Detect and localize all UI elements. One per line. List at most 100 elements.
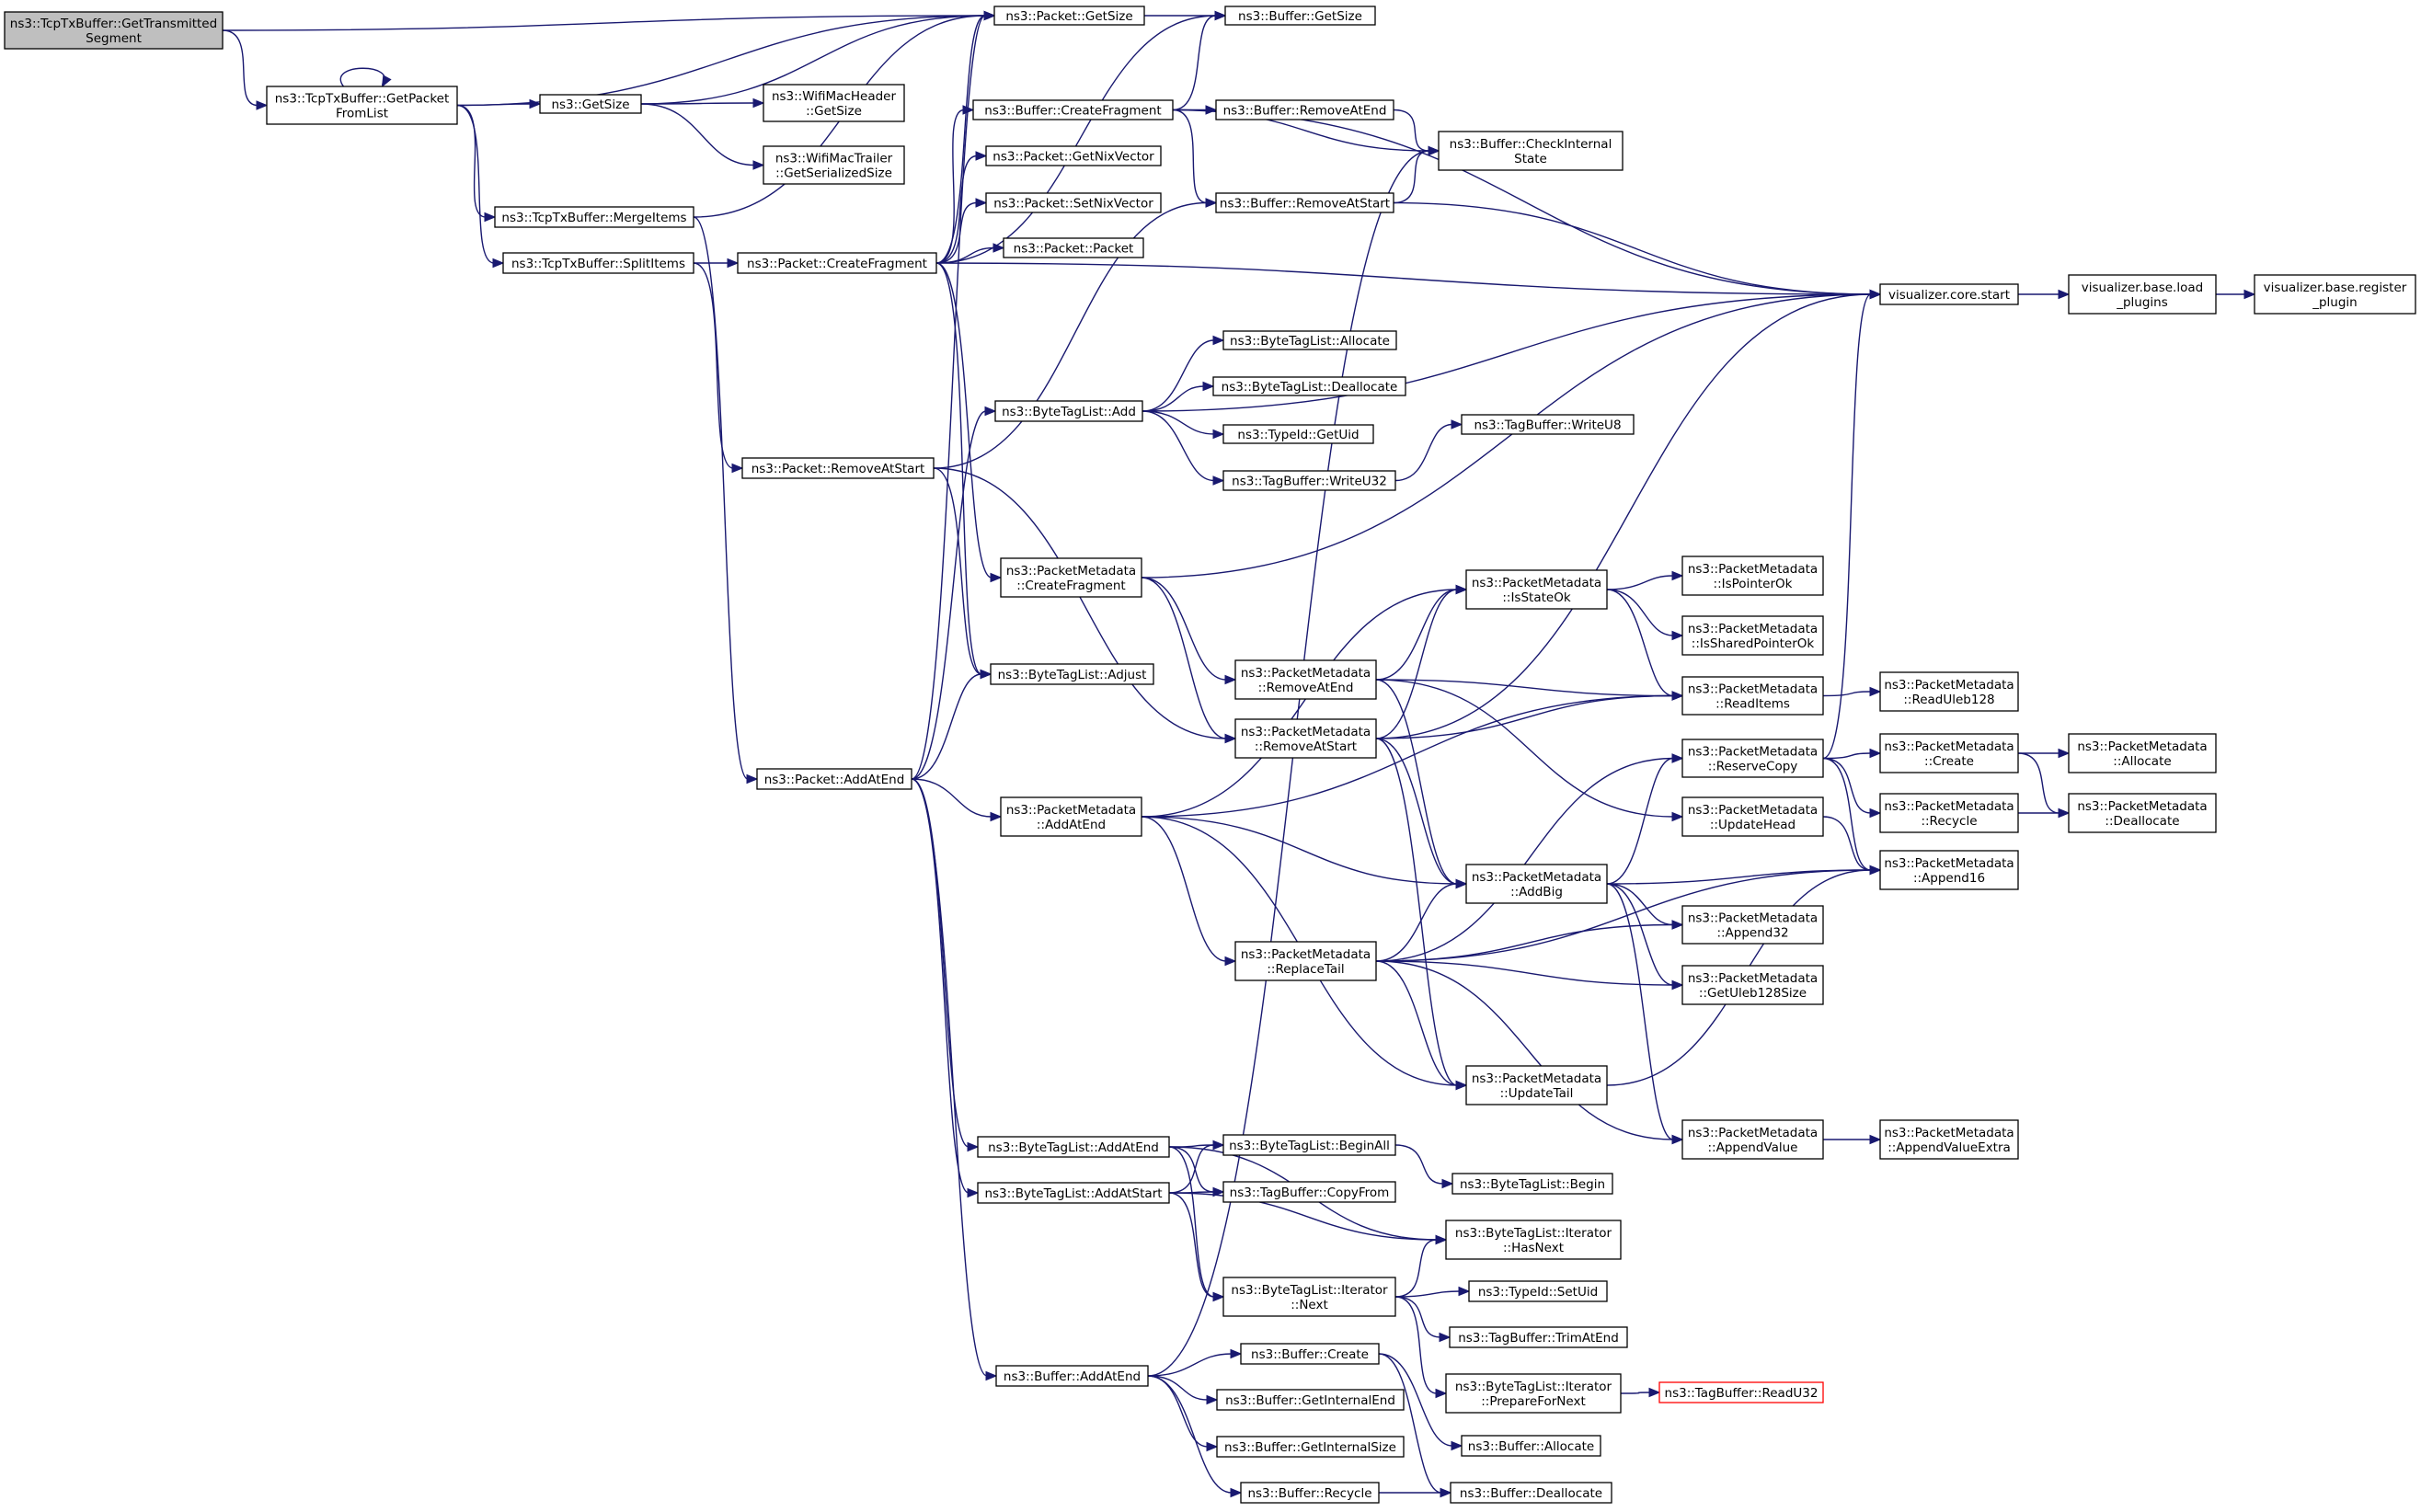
node-buffer-deallocate[interactable]: ns3::Buffer::Deallocate: [1450, 1482, 1612, 1504]
node-packetmetadata-addatend[interactable]: ns3::PacketMetadata::AddAtEnd: [1000, 796, 1142, 837]
node-bytetaglist-begin[interactable]: ns3::ByteTagList::Begin: [1451, 1173, 1613, 1195]
call-edge: [1822, 748, 1882, 760]
node-wifimactrailer-getserializedsize[interactable]: ns3::WifiMacTrailer::GetSerializedSize: [763, 145, 905, 185]
node-packetmetadata-updatetail[interactable]: ns3::PacketMetadata::UpdateTail: [1465, 1065, 1608, 1105]
node-packetmetadata-deallocate[interactable]: ns3::PacketMetadata::Deallocate: [2068, 793, 2217, 833]
node-bytetaglist-iterator-preparefornext[interactable]: ns3::ByteTagList::Iterator::PrepareForNe…: [1445, 1373, 1622, 1414]
node-bytetaglist-adjust[interactable]: ns3::ByteTagList::Adjust: [990, 663, 1154, 685]
call-edge: [1142, 410, 1225, 440]
call-edge: [456, 98, 542, 109]
node-bytetaglist-add[interactable]: ns3::ByteTagList::Add: [994, 400, 1143, 422]
node-bytetaglist-iterator-hasnext[interactable]: ns3::ByteTagList::Iterator::HasNext: [1445, 1220, 1622, 1260]
node-tagbuffer-trimatend[interactable]: ns3::TagBuffer::TrimAtEnd: [1449, 1326, 1628, 1348]
node-wifimacheader-getsize[interactable]: ns3::WifiMacHeader::GetSize: [763, 84, 905, 122]
node-packetmetadata-appendvalue[interactable]: ns3::PacketMetadata::AppendValue: [1681, 1119, 1824, 1160]
node-buffer-createfragment[interactable]: ns3::Buffer::CreateFragment: [972, 99, 1174, 120]
node-label-line: ::CreateFragment: [1016, 578, 1125, 593]
node-tagbuffer-copyfrom[interactable]: ns3::TagBuffer::CopyFrom: [1222, 1181, 1396, 1203]
node-packetmetadata-addbig[interactable]: ns3::PacketMetadata::AddBig: [1465, 864, 1608, 904]
node-label-line: ns3::TcpTxBuffer::GetTransmitted: [10, 17, 217, 31]
node-packetmetadata-append16[interactable]: ns3::PacketMetadata::Append16: [1879, 850, 2019, 890]
node-label-line: ns3::Buffer::GetSize: [1238, 9, 1362, 24]
node-box: [1879, 733, 2019, 773]
node-buffer-create[interactable]: ns3::Buffer::Create: [1240, 1343, 1380, 1365]
call-edge: [1822, 686, 1882, 697]
node-box: [737, 252, 937, 274]
node-label-line: ::Recycle: [1921, 814, 1977, 829]
node-tagbuffer-writeu8[interactable]: ns3::TagBuffer::WriteU8: [1461, 414, 1635, 435]
node-bytetaglist-addatstart[interactable]: ns3::ByteTagList::AddAtStart: [977, 1182, 1170, 1204]
node-bytetaglist-deallocate[interactable]: ns3::ByteTagList::Deallocate: [1212, 376, 1406, 396]
node-typeid-setuid[interactable]: ns3::TypeId::SetUid: [1468, 1280, 1608, 1302]
node-bytetaglist-allocate[interactable]: ns3::ByteTagList::Allocate: [1222, 330, 1397, 350]
node-packetmetadata-isstateok[interactable]: ns3::PacketMetadata::IsStateOk: [1465, 569, 1608, 610]
node-visualizer-base-register-plugin[interactable]: visualizer.base.register_plugin: [2254, 274, 2416, 315]
node-packet-addatend[interactable]: ns3::Packet::AddAtEnd: [756, 768, 912, 790]
node-box: [1658, 1381, 1824, 1403]
node-buffer-removeatstart[interactable]: ns3::Buffer::RemoveAtStart: [1215, 192, 1394, 213]
node-label-line: ::Append16: [1913, 871, 1985, 886]
node-tcptxbuffer-mergeitems[interactable]: ns3::TcpTxBuffer::MergeItems: [494, 206, 694, 228]
node-buffer-getinternalsize[interactable]: ns3::Buffer::GetInternalSize: [1216, 1436, 1405, 1458]
node-box: [1468, 1280, 1608, 1302]
node-packetmetadata-create[interactable]: ns3::PacketMetadata::Create: [1879, 733, 2019, 773]
node-packetmetadata-createfragment[interactable]: ns3::PacketMetadata::CreateFragment: [1000, 557, 1142, 598]
node-packetmetadata-ispointerok[interactable]: ns3::PacketMetadata::IsPointerOk: [1681, 556, 1824, 596]
node-packet-getnixvector[interactable]: ns3::Packet::GetNixVector: [985, 145, 1162, 166]
node-buffer-addatend[interactable]: ns3::Buffer::AddAtEnd: [995, 1365, 1149, 1387]
node-buffer-getinternalend[interactable]: ns3::Buffer::GetInternalEnd: [1216, 1389, 1405, 1411]
node-packetmetadata-appendvalueextra[interactable]: ns3::PacketMetadata::AppendValueExtra: [1879, 1119, 2019, 1160]
node-packetmetadata-issharedpointerok[interactable]: ns3::PacketMetadata::IsSharedPointerOk: [1681, 615, 1824, 656]
node-buffer-allocate[interactable]: ns3::Buffer::Allocate: [1461, 1435, 1601, 1457]
call-edge: [1141, 577, 1237, 744]
call-edge: [1606, 753, 1684, 885]
node-tagbuffer-writeu32[interactable]: ns3::TagBuffer::WriteU32: [1222, 470, 1396, 491]
call-edge: [1822, 757, 1882, 819]
node-packet-removeatstart[interactable]: ns3::Packet::RemoveAtStart: [741, 457, 935, 479]
call-edge: [1141, 691, 1684, 818]
node-bytetaglist-addatend[interactable]: ns3::ByteTagList::AddAtEnd: [977, 1136, 1170, 1158]
call-edge: [1142, 410, 1225, 486]
node-tcptxbuffer-splititems[interactable]: ns3::TcpTxBuffer::SplitItems: [502, 252, 694, 274]
node-label-line: ns3::Buffer::Allocate: [1468, 1439, 1594, 1454]
node-packetmetadata-removeatend[interactable]: ns3::PacketMetadata::RemoveAtEnd: [1234, 659, 1377, 700]
node-tagbuffer-readu32[interactable]: ns3::TagBuffer::ReadU32: [1658, 1381, 1824, 1403]
node-packetmetadata-readuleb128[interactable]: ns3::PacketMetadata::ReadUleb128: [1879, 671, 2019, 712]
node-getsize[interactable]: ns3::GetSize: [539, 94, 642, 114]
node-buffer-getsize[interactable]: ns3::Buffer::GetSize: [1224, 6, 1376, 26]
node-box: [1461, 1435, 1601, 1457]
node-label-line: ns3::PacketMetadata: [1241, 947, 1371, 962]
node-label-line: FromList: [336, 107, 388, 121]
call-edge: [1393, 201, 1882, 300]
node-packetmetadata-readitems[interactable]: ns3::PacketMetadata::ReadItems: [1681, 676, 1824, 716]
node-packet-packet[interactable]: ns3::Packet::Packet: [1003, 237, 1144, 258]
node-box: [1240, 1343, 1380, 1365]
node-bytetaglist-beginall[interactable]: ns3::ByteTagList::BeginAll: [1222, 1134, 1396, 1156]
node-visualizer-core-start[interactable]: visualizer.core.start: [1879, 283, 2019, 305]
node-label-line: ::ReserveCopy: [1708, 760, 1798, 774]
node-visualizer-base-load-plugins[interactable]: visualizer.base.load_plugins: [2068, 274, 2217, 315]
node-packetmetadata-allocate[interactable]: ns3::PacketMetadata::Allocate: [2068, 733, 2217, 773]
node-label-line: ns3::ByteTagList::Iterator: [1455, 1226, 1612, 1241]
node-packetmetadata-removeatstart[interactable]: ns3::PacketMetadata::RemoveAtStart: [1234, 718, 1377, 759]
node-packetmetadata-recycle[interactable]: ns3::PacketMetadata::Recycle: [1879, 793, 2019, 833]
node-box: [763, 145, 905, 185]
node-packetmetadata-append32[interactable]: ns3::PacketMetadata::Append32: [1681, 905, 1824, 945]
node-box: [1222, 1277, 1396, 1317]
node-buffer-removeatend[interactable]: ns3::Buffer::RemoveAtEnd: [1215, 99, 1394, 120]
node-packetmetadata-updatehead[interactable]: ns3::PacketMetadata::UpdateHead: [1681, 796, 1824, 837]
node-typeid-getuid[interactable]: ns3::TypeId::GetUid: [1222, 424, 1374, 444]
node-packet-setnixvector[interactable]: ns3::Packet::SetNixVector: [985, 192, 1162, 213]
node-buffer-recycle[interactable]: ns3::Buffer::Recycle: [1240, 1482, 1380, 1504]
node-packet-getsize[interactable]: ns3::Packet::GetSize: [993, 6, 1145, 26]
node-packetmetadata-reservecopy[interactable]: ns3::PacketMetadata::ReserveCopy: [1681, 739, 1824, 778]
call-edge: [1147, 1375, 1219, 1405]
node-packetmetadata-replacetail[interactable]: ns3::PacketMetadata::ReplaceTail: [1234, 941, 1377, 981]
node-packetmetadata-getuleb128size[interactable]: ns3::PacketMetadata::GetUleb128Size: [1681, 965, 1824, 1005]
node-bytetaglist-iterator-next[interactable]: ns3::ByteTagList::Iterator::Next: [1222, 1277, 1396, 1317]
node-packet-createfragment[interactable]: ns3::Packet::CreateFragment: [737, 252, 937, 274]
node-label-line: ns3::Buffer::Recycle: [1247, 1486, 1371, 1501]
